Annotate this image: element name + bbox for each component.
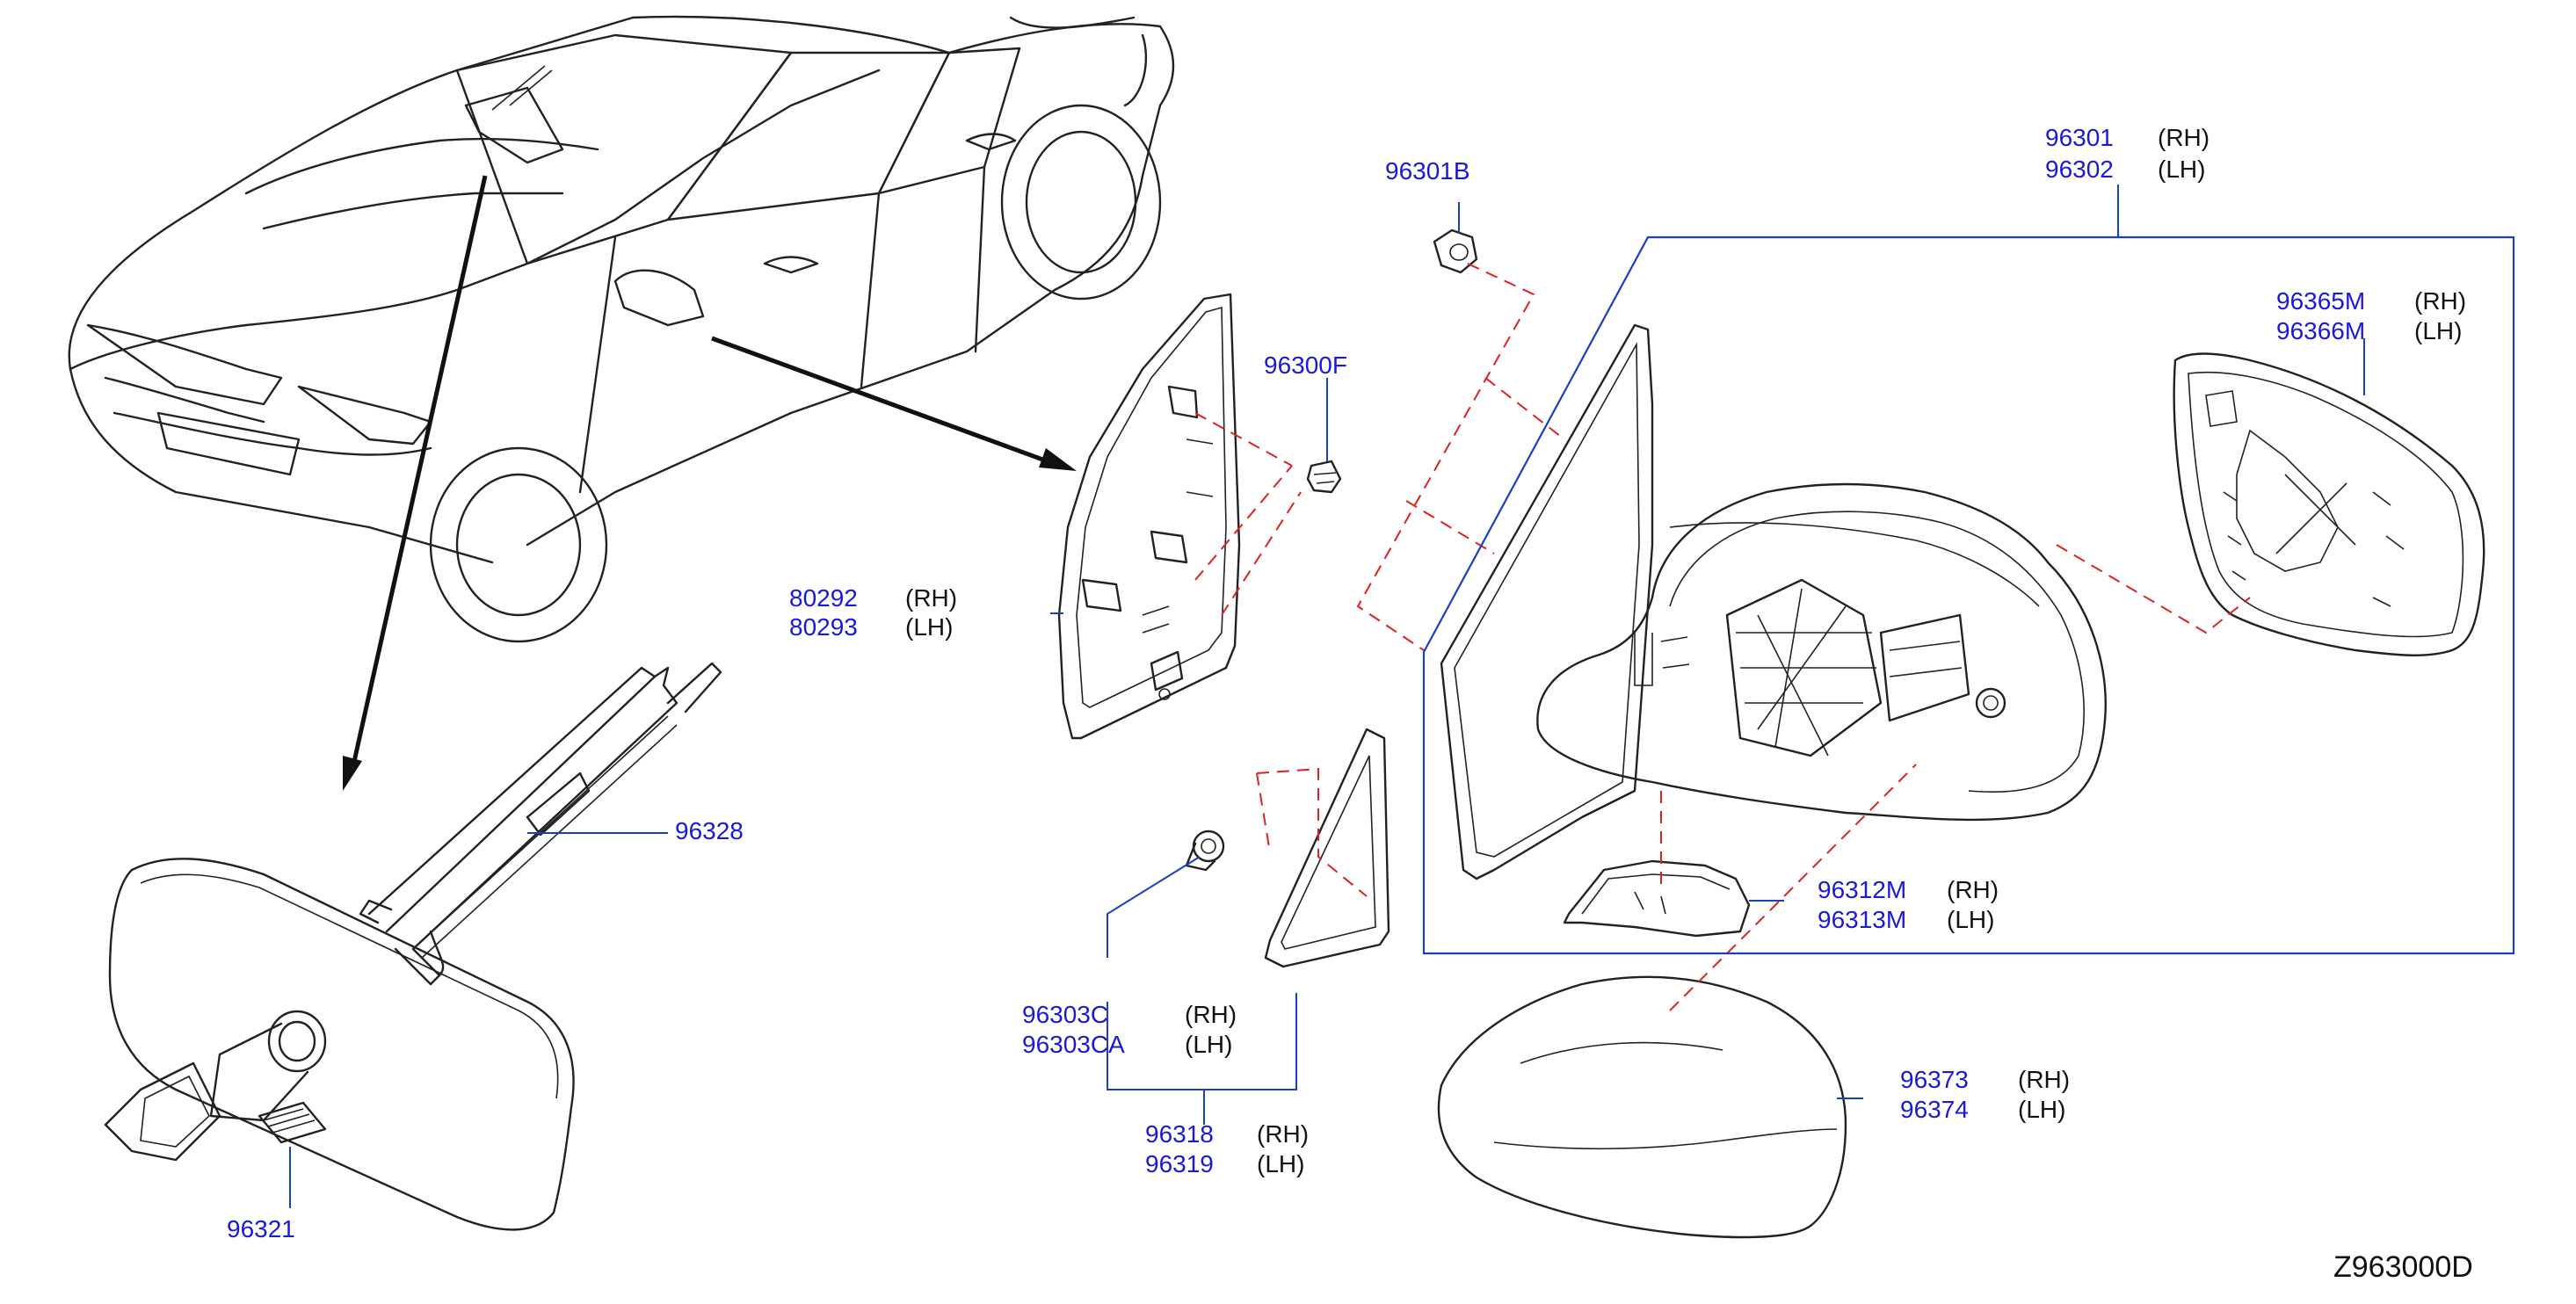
callout-80293: 80293 (LH)	[789, 613, 953, 641]
callout-96373: 96373 (RH)	[1900, 1066, 2070, 1093]
alignment-lines	[1194, 263, 2251, 1011]
callout-96302: 96302 (LH)	[2045, 156, 2205, 183]
clip-icon	[1185, 829, 1225, 872]
part-number: 96303C	[1022, 1001, 1108, 1028]
callout-96312M: 96312M (RH)	[1818, 876, 1999, 903]
callout-96300F: 96300F	[1264, 351, 1347, 379]
part-number: 96365M	[2276, 287, 2365, 315]
part-number: 96374	[1900, 1096, 1969, 1123]
door-mirror-assembly-icon	[1440, 323, 2107, 880]
callout-96365M: 96365M (RH)	[2276, 287, 2466, 315]
rear-view-mirror-icon	[104, 662, 722, 1231]
callout-96301: 96301 (RH)	[2045, 124, 2210, 151]
diagram-code: Z963000D	[2333, 1250, 2473, 1284]
side-label: (RH)	[1257, 1120, 1309, 1148]
part-number: 96318	[1145, 1120, 1214, 1148]
part-number: 96319	[1145, 1150, 1214, 1177]
part-number: 96301B	[1385, 157, 1470, 185]
callout-96321: 96321	[227, 1215, 295, 1242]
callout-96303CA: 96303CA (LH)	[1022, 1031, 1232, 1058]
callout-96319: 96319 (LH)	[1145, 1150, 1304, 1177]
side-label: (LH)	[905, 613, 953, 641]
side-label: (LH)	[1257, 1150, 1304, 1177]
part-number: 96312M	[1818, 876, 1906, 903]
finisher-trim-icon	[1563, 859, 1751, 938]
part-number: 96313M	[1818, 906, 1906, 933]
mirror-glass-icon	[2173, 352, 2485, 656]
direction-arrows	[343, 175, 1077, 791]
part-number: 96303CA	[1022, 1031, 1125, 1058]
side-label: (RH)	[2018, 1066, 2070, 1093]
side-label: (RH)	[2414, 287, 2466, 315]
callout-96303C: 96303C (RH)	[1022, 1001, 1237, 1028]
side-label: (LH)	[2158, 156, 2205, 183]
leader-lines	[289, 185, 2365, 1208]
callout-96328: 96328	[675, 817, 744, 844]
side-label: (RH)	[1947, 876, 1999, 903]
side-label: (LH)	[1185, 1031, 1232, 1058]
side-label: (RH)	[1185, 1001, 1237, 1028]
part-number: 96373	[1900, 1066, 1969, 1093]
callout-96301B: 96301B	[1385, 157, 1470, 185]
side-label: (RH)	[2158, 124, 2210, 151]
callout-80292: 80292 (RH)	[789, 584, 957, 612]
nut-icon	[1433, 228, 1478, 274]
finisher-trim-icon	[1057, 293, 1241, 740]
callout-96366M: 96366M (LH)	[2276, 317, 2462, 344]
part-number: 96328	[675, 817, 744, 844]
part-number: 96321	[227, 1215, 295, 1242]
mirror-cover-icon	[1437, 975, 1847, 1239]
part-number: 96302	[2045, 156, 2114, 183]
part-number: 96300F	[1264, 351, 1347, 379]
side-label: (LH)	[2414, 317, 2462, 344]
assembly-bracket	[1422, 228, 2515, 955]
part-number: 96301	[2045, 124, 2114, 151]
finisher-trim-icon	[1264, 728, 1390, 968]
side-label: (RH)	[905, 584, 957, 612]
side-label: (LH)	[1947, 906, 1994, 933]
part-number: 80292	[789, 584, 858, 612]
vehicle-outline-icon	[68, 15, 1175, 643]
clip-icon	[1306, 460, 1342, 494]
callout-96374: 96374 (LH)	[1900, 1096, 2065, 1123]
callout-96318: 96318 (RH)	[1145, 1120, 1309, 1148]
callout-96313M: 96313M (LH)	[1818, 906, 1994, 933]
part-number: 96366M	[2276, 317, 2365, 344]
part-number: 80293	[789, 613, 858, 641]
side-label: (LH)	[2018, 1096, 2065, 1123]
